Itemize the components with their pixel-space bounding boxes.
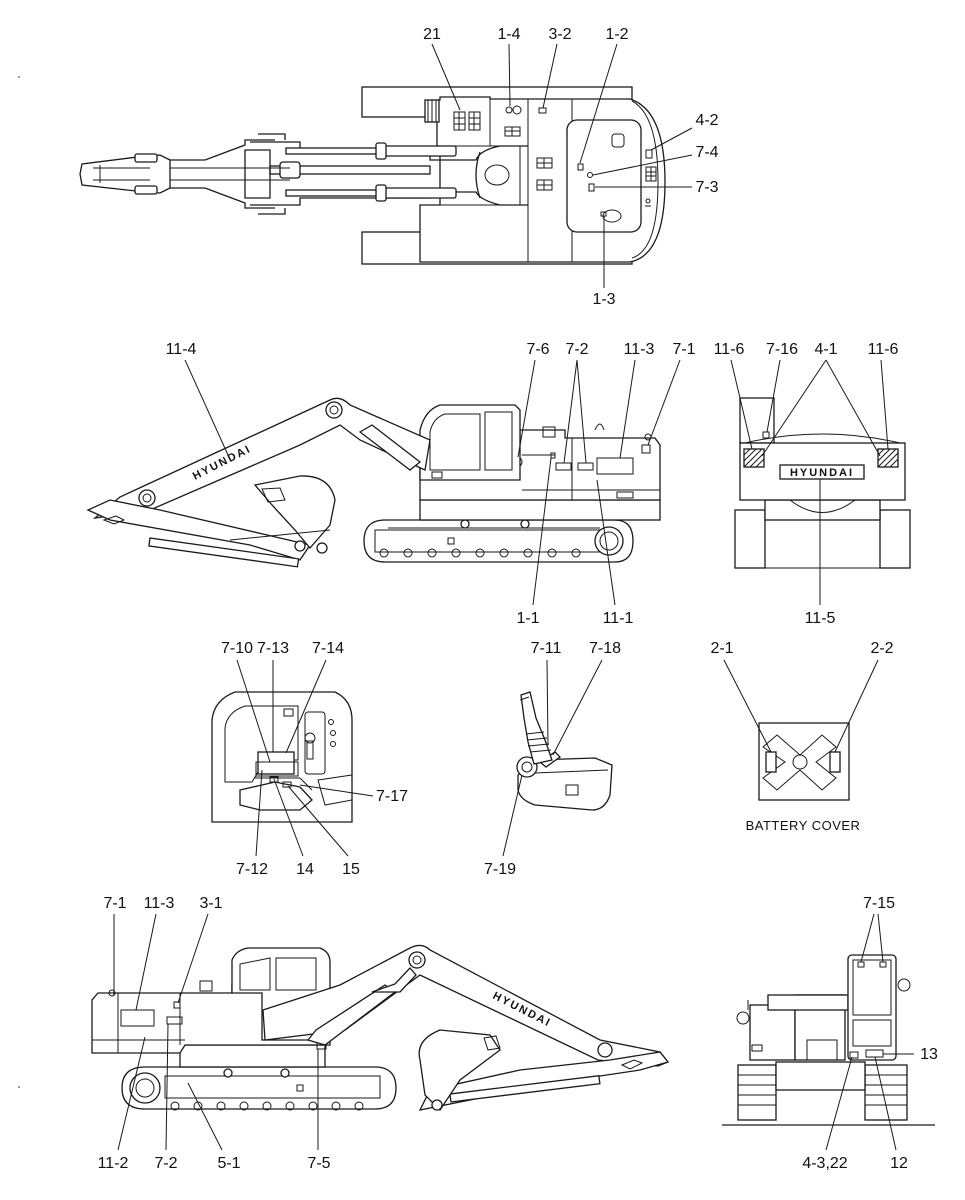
label-11-3: 11-3 — [624, 341, 655, 358]
label-7-16: 7-16 — [766, 341, 798, 358]
rear-view: HYUNDAI 11-6 7-16 4-1 11-6 11-5 — [714, 341, 911, 627]
label-15: 15 — [342, 861, 360, 878]
rear-brand: HYUNDAI — [790, 467, 854, 479]
grille-21 — [453, 111, 481, 131]
top-view: 21 1-4 3-2 1-2 4-2 7-4 7-3 1-3 — [79, 26, 719, 308]
cab-interior-view: 7-10 7-13 7-14 7-17 7-12 14 15 — [211, 640, 408, 878]
label-2-2: 2-2 — [870, 640, 893, 657]
label-7-2-right: 7-2 — [154, 1155, 177, 1172]
label-3-1: 3-1 — [199, 895, 222, 912]
label-14: 14 — [296, 861, 314, 878]
label-1-3: 1-3 — [592, 291, 615, 308]
rear-hazard-stripe-left — [743, 448, 765, 468]
label-11-2: 11-2 — [98, 1155, 129, 1172]
label-2-1: 2-1 — [710, 640, 733, 657]
label-7-10: 7-10 — [221, 640, 253, 657]
label-1-4: 1-4 — [497, 26, 520, 43]
label-7-11: 7-11 — [531, 640, 562, 657]
right-side-view: HYUNDAI 7-1 11-3 3-1 11-2 7-2 5-1 7-5 — [91, 895, 670, 1172]
battery-cover-view: 2-1 2-2 BATTERY COVER — [710, 640, 893, 833]
front-view: 7-15 13 4-3,22 12 — [722, 895, 938, 1172]
label-1-1: 1-1 — [516, 610, 539, 627]
label-5-1: 5-1 — [217, 1155, 240, 1172]
label-7-5: 7-5 — [307, 1155, 330, 1172]
label-3-2: 3-2 — [548, 26, 571, 43]
label-12: 12 — [890, 1155, 908, 1172]
label-11-6-left: 11-6 — [714, 341, 745, 358]
label-4-1: 4-1 — [814, 341, 837, 358]
label-11-6-right: 11-6 — [868, 341, 899, 358]
label-4-3-22: 4-3,22 — [802, 1155, 847, 1172]
rear-hazard-stripe-right — [877, 448, 899, 468]
label-13: 13 — [920, 1046, 938, 1063]
battery-cover-caption: BATTERY COVER — [746, 818, 861, 833]
left-side-view: HYUNDAI 11-4 7-6 7-2 11-3 7-1 1-1 11-1 — [86, 341, 696, 627]
label-11-1: 11-1 — [603, 610, 634, 627]
label-7-6: 7-6 — [526, 341, 549, 358]
joystick-view: 7-11 7-18 7-19 — [484, 640, 621, 878]
label-7-4: 7-4 — [695, 144, 718, 161]
label-7-3: 7-3 — [695, 179, 718, 196]
label-4-2: 4-2 — [695, 112, 718, 129]
label-11-4: 11-4 — [166, 341, 197, 358]
label-7-2: 7-2 — [565, 341, 588, 358]
label-7-17: 7-17 — [376, 788, 408, 805]
label-7-1-right: 7-1 — [103, 895, 126, 912]
label-21: 21 — [423, 26, 441, 43]
label-1-2: 1-2 — [605, 26, 628, 43]
label-7-1: 7-1 — [672, 341, 695, 358]
label-7-19: 7-19 — [484, 861, 516, 878]
label-7-15: 7-15 — [863, 895, 895, 912]
label-7-18: 7-18 — [589, 640, 621, 657]
label-7-13: 7-13 — [257, 640, 289, 657]
label-11-5: 11-5 — [805, 610, 836, 627]
label-11-3-right: 11-3 — [144, 895, 175, 912]
label-7-14: 7-14 — [312, 640, 344, 657]
label-7-12: 7-12 — [236, 861, 268, 878]
